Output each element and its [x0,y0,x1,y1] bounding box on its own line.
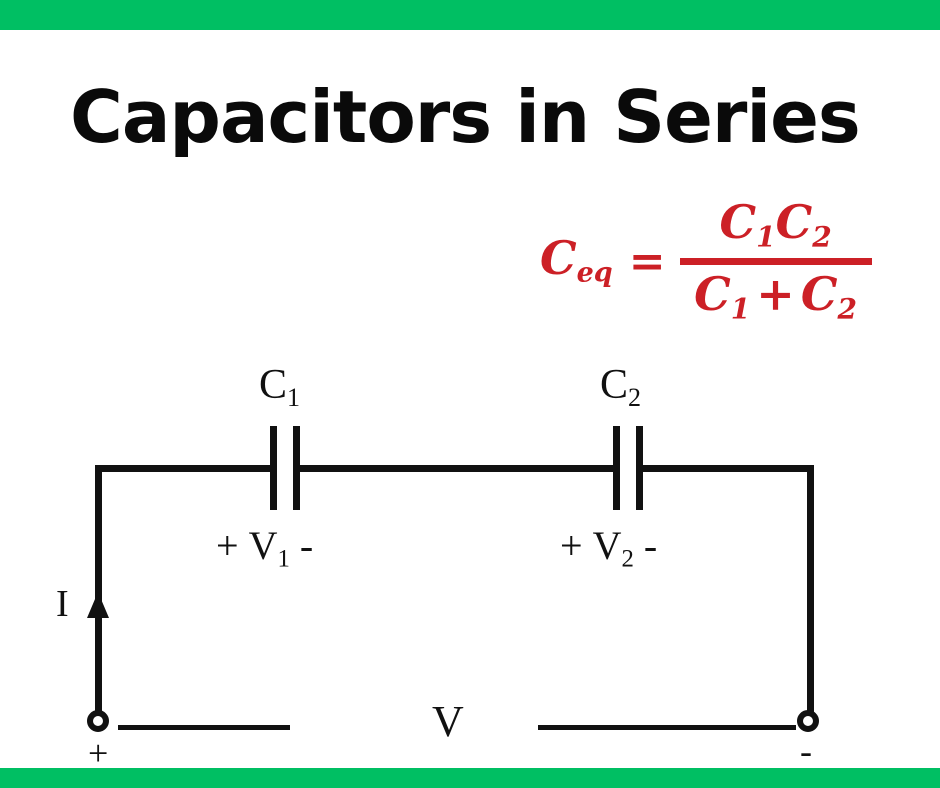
capacitor1-left-plate [270,426,277,510]
equivalent-capacitance-formula: Ceq = C1C2 C1+C2 [540,186,920,336]
formula-lhs-symbol: C [540,231,577,286]
source-lead-right [538,725,796,730]
denominator-term2-symbol: C [800,266,838,321]
terminal-negative-node [797,710,819,732]
terminal-positive-node [87,710,109,732]
formula-denominator: C1+C2 [688,271,863,323]
capacitor2-right-plate [636,426,643,510]
top-green-band [0,0,940,30]
denominator-term1-subscript: 1 [730,291,751,325]
capacitor1-right-plate [293,426,300,510]
source-voltage-label: V [432,697,464,746]
capacitor1-label-symbol: C [259,362,288,408]
formula-fraction-bar [679,257,872,265]
formula-fraction: C1C2 C1+C2 [679,199,872,323]
capacitor1-voltage-symbol: V [248,523,278,568]
terminal-positive-sign: + [88,733,109,773]
wire-left-vertical [95,465,102,714]
wire-right-vertical [807,465,814,713]
capacitor2-voltage-symbol: V [592,523,622,568]
capacitor2-label: C2 [600,364,641,419]
capacitor2-label-symbol: C [600,362,629,408]
numerator-term2-symbol: C [775,195,813,250]
capacitor2-voltage-subscript: 2 [621,545,634,573]
wire-top-left-segment [95,465,276,472]
denominator-term1-symbol: C [694,266,731,321]
wire-top-right-segment [636,465,814,472]
capacitor2-label-subscript: 2 [628,382,642,412]
capacitor1-voltage-label: + V1 - [216,526,313,579]
capacitor1-label-subscript: 1 [287,382,301,412]
formula-equals-sign: = [628,235,666,287]
formula-lhs-subscript: eq [576,257,613,289]
capacitor2-voltage-plus: + [560,523,583,568]
numerator-term1-symbol: C [719,195,757,250]
wire-top-middle-segment [293,465,619,472]
capacitor2-voltage-minus: - [643,523,658,568]
denominator-term2-subscript: 2 [837,291,857,325]
terminal-negative-sign: - [800,731,812,771]
current-label: I [56,583,69,625]
source-lead-left [118,725,290,730]
capacitor1-label: C1 [259,364,300,419]
formula-lhs: Ceq [540,235,613,287]
capacitor2-left-plate [613,426,620,510]
page-title: Capacitors in Series [70,75,861,159]
bottom-green-band [0,768,940,788]
numerator-term2-subscript: 2 [812,220,832,254]
formula-numerator: C1C2 [713,199,837,251]
denominator-plus-operator: + [756,266,795,321]
numerator-term1-subscript: 1 [756,220,776,254]
capacitor1-voltage-plus: + [216,523,239,568]
current-direction-arrow-icon [87,592,109,618]
capacitor1-voltage-minus: - [299,523,314,568]
capacitor2-voltage-label: + V2 - [560,526,657,579]
capacitor1-voltage-subscript: 1 [277,545,290,573]
